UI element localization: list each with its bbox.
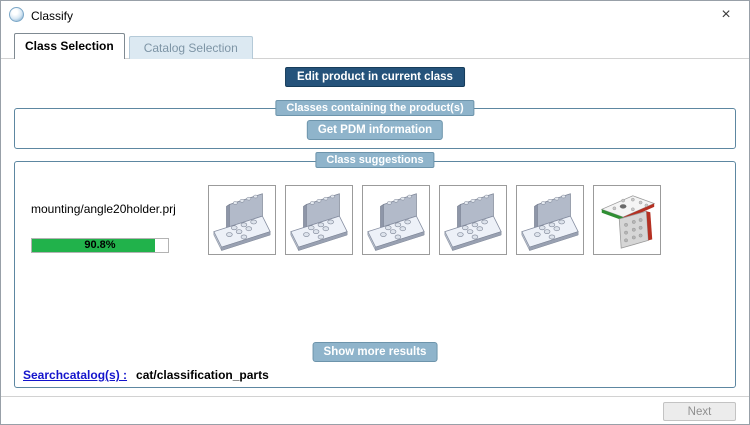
progress-label: 90.8% xyxy=(84,239,116,251)
thumbnail-angle-bracket-highlighted[interactable] xyxy=(593,185,661,255)
tab-panel-top-border xyxy=(1,58,749,59)
footer-separator xyxy=(1,396,749,397)
show-more-results-button[interactable]: Show more results xyxy=(312,342,438,362)
project-name: mounting/angle20holder.prj xyxy=(31,202,176,216)
tab-class-selection[interactable]: Class Selection xyxy=(14,33,125,59)
search-catalogs-link[interactable]: Searchcatalog(s) : xyxy=(23,368,128,382)
classes-containing-label: Classes containing the product(s) xyxy=(275,100,475,116)
progress-fill xyxy=(32,239,156,252)
confidence-progressbar: 90.8% xyxy=(31,238,169,253)
suggestion-thumbnails xyxy=(208,185,661,255)
angle-bracket-icon xyxy=(213,193,271,251)
thumbnail-angle-bracket-2[interactable] xyxy=(285,185,353,255)
thumbnail-angle-bracket-1[interactable] xyxy=(208,185,276,255)
next-button[interactable]: Next xyxy=(663,402,736,421)
angle-bracket-icon xyxy=(521,193,579,251)
angle-bracket-icon xyxy=(444,193,502,251)
angle-bracket-highlighted-icon xyxy=(601,195,655,249)
thumbnail-angle-bracket-3[interactable] xyxy=(362,185,430,255)
tabstrip: Class Selection Catalog Selection xyxy=(14,33,253,59)
search-catalogs-value: cat/classification_parts xyxy=(136,368,269,382)
window-title: Classify xyxy=(31,9,74,23)
angle-bracket-icon xyxy=(290,193,348,251)
search-catalogs-row: Searchcatalog(s) : cat/classification_par… xyxy=(23,368,269,382)
class-suggestions-label: Class suggestions xyxy=(315,152,435,168)
edit-product-button[interactable]: Edit product in current class xyxy=(285,67,465,87)
sphere-icon xyxy=(9,7,24,22)
thumbnail-angle-bracket-5[interactable] xyxy=(516,185,584,255)
tab-catalog-selection[interactable]: Catalog Selection xyxy=(128,36,253,59)
get-pdm-information-button[interactable]: Get PDM information xyxy=(306,120,444,140)
thumbnail-angle-bracket-4[interactable] xyxy=(439,185,507,255)
angle-bracket-icon xyxy=(367,193,425,251)
close-icon[interactable]: × xyxy=(716,5,736,25)
titlebar: Classify × xyxy=(1,1,749,31)
